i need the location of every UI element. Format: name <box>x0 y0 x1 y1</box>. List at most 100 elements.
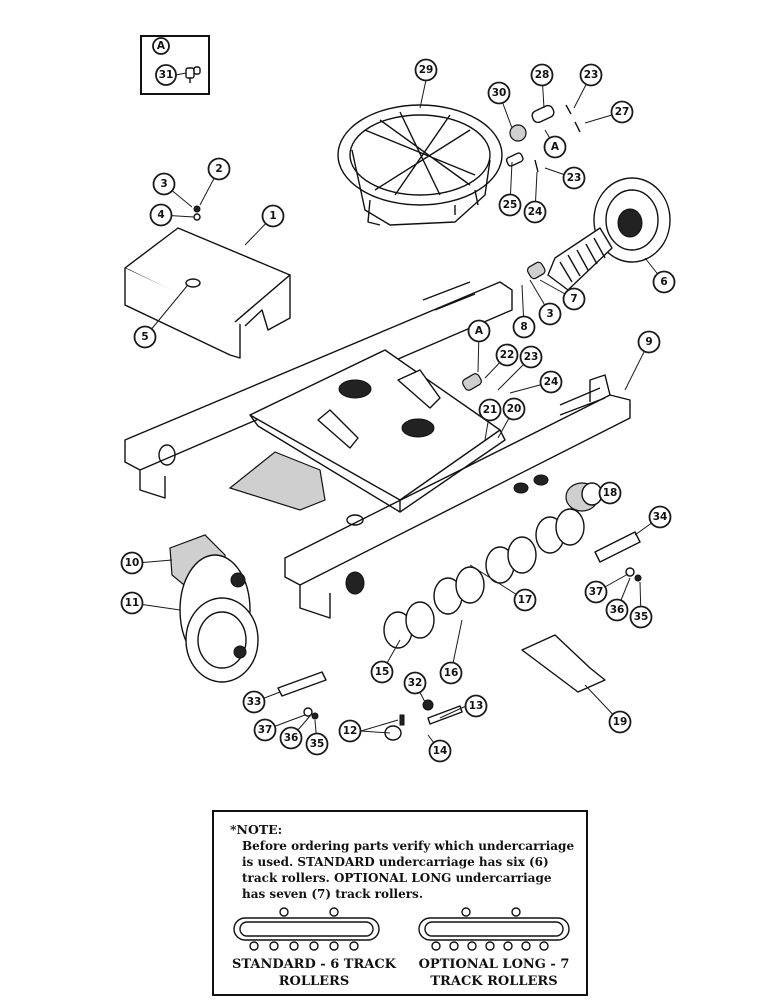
svg-text:33: 33 <box>247 696 262 708</box>
callout-25: 25 <box>498 193 522 217</box>
inset-part-callout: 31 <box>155 64 177 86</box>
final-drive-parts-10-11 <box>169 534 259 683</box>
callout-12: 12 <box>338 719 362 743</box>
callout-24: 24 <box>539 370 563 394</box>
idler-recoil-assembly-6 <box>526 177 671 291</box>
svg-text:20: 20 <box>507 403 522 415</box>
callout-23: 23 <box>579 63 603 87</box>
svg-text:23: 23 <box>567 172 582 184</box>
callout-33: 33 <box>242 690 266 714</box>
callout-8: 8 <box>512 315 536 339</box>
track-roller-comparison <box>233 907 570 951</box>
swing-bearing-part-29 <box>337 104 503 226</box>
callout-30: 30 <box>487 81 511 105</box>
note-title: *NOTE: <box>230 822 283 837</box>
callout-36: 36 <box>279 726 303 750</box>
callout-a-detail: A <box>543 135 567 159</box>
detail-a-inset: A 31 <box>140 35 210 95</box>
note-line: has seven (7) track rollers. <box>242 887 423 901</box>
callout-37: 37 <box>584 580 608 604</box>
callout-11: 11 <box>120 591 144 615</box>
svg-text:7: 7 <box>570 293 577 305</box>
callout-17: 17 <box>513 588 537 612</box>
callout-22: 22 <box>495 343 519 367</box>
callout-10: 10 <box>120 551 144 575</box>
standard-caption-line: ROLLERS <box>278 974 350 989</box>
callout-24: 24 <box>523 200 547 224</box>
callout-18: 18 <box>598 481 622 505</box>
callout-14: 14 <box>428 739 452 763</box>
svg-text:17: 17 <box>518 594 533 606</box>
callout-23: 23 <box>562 166 586 190</box>
callout-34: 34 <box>648 505 672 529</box>
svg-text:24: 24 <box>528 206 543 218</box>
callout-2: 2 <box>207 157 231 181</box>
svg-text:24: 24 <box>544 376 559 388</box>
svg-text:23: 23 <box>524 351 539 363</box>
callout-9: 9 <box>637 330 661 354</box>
svg-text:36: 36 <box>284 732 299 744</box>
guard-plate-part-34 <box>594 531 641 563</box>
svg-text:13: 13 <box>469 700 484 712</box>
svg-text:22: 22 <box>500 349 515 361</box>
callout-35: 35 <box>629 605 653 629</box>
svg-text:12: 12 <box>343 725 358 737</box>
standard-track-icon <box>233 907 380 951</box>
track-guide-part-19 <box>521 634 606 693</box>
callout-16: 16 <box>439 661 463 685</box>
cover-part-1 <box>124 227 291 359</box>
svg-text:A: A <box>157 40 166 52</box>
callout-15: 15 <box>370 660 394 684</box>
svg-text:14: 14 <box>433 745 448 757</box>
callout-19: 19 <box>608 710 632 734</box>
callout-6: 6 <box>652 270 676 294</box>
optional-long-track-icon <box>418 907 570 951</box>
note-line: is used. STANDARD undercarriage has six … <box>242 855 549 869</box>
svg-text:5: 5 <box>141 331 148 343</box>
standard-caption: STANDARD - 6 TRACK ROLLERS <box>224 956 404 990</box>
callout-23: 23 <box>519 345 543 369</box>
svg-text:10: 10 <box>125 557 140 569</box>
svg-text:37: 37 <box>258 724 273 736</box>
callout-20: 20 <box>502 397 526 421</box>
svg-text:37: 37 <box>589 586 604 598</box>
svg-text:29: 29 <box>419 64 434 76</box>
note-line: track rollers. OPTIONAL LONG undercarria… <box>242 871 552 885</box>
svg-text:2: 2 <box>215 163 222 175</box>
callout-32: 32 <box>403 671 427 695</box>
note-line: Before ordering parts verify which under… <box>242 839 575 853</box>
svg-text:4: 4 <box>157 209 164 221</box>
guard-plate-part-33 <box>277 671 327 697</box>
svg-text:31: 31 <box>159 69 174 81</box>
callout-a-detail: A <box>467 319 491 343</box>
callout-4: 4 <box>149 203 173 227</box>
svg-text:36: 36 <box>610 604 625 616</box>
undercarriage-note: *NOTE: Before ordering parts verify whic… <box>212 810 588 996</box>
svg-text:3: 3 <box>546 308 553 320</box>
svg-text:19: 19 <box>613 716 628 728</box>
optional-caption: OPTIONAL LONG - 7 TRACK ROLLERS <box>406 956 582 990</box>
svg-text:16: 16 <box>444 667 459 679</box>
svg-text:21: 21 <box>483 404 498 416</box>
svg-text:35: 35 <box>310 738 325 750</box>
svg-text:15: 15 <box>375 666 390 678</box>
callout-35: 35 <box>305 732 329 756</box>
svg-text:34: 34 <box>653 511 668 523</box>
fasteners <box>193 205 642 741</box>
callout-3: 3 <box>538 302 562 326</box>
optional-caption-line: TRACK ROLLERS <box>430 974 558 989</box>
grease-fitting-icon <box>185 66 201 83</box>
svg-text:28: 28 <box>535 69 550 81</box>
track-frame-part-9 <box>124 281 631 619</box>
callout-28: 28 <box>530 63 554 87</box>
svg-text:32: 32 <box>408 677 423 689</box>
inset-letter-callout: A <box>152 37 170 55</box>
callout-27: 27 <box>610 100 634 124</box>
svg-text:11: 11 <box>125 597 140 609</box>
svg-text:3: 3 <box>160 178 167 190</box>
callout-37: 37 <box>253 718 277 742</box>
callout-1: 1 <box>261 204 285 228</box>
callout-5: 5 <box>133 325 157 349</box>
callout-13: 13 <box>464 694 488 718</box>
